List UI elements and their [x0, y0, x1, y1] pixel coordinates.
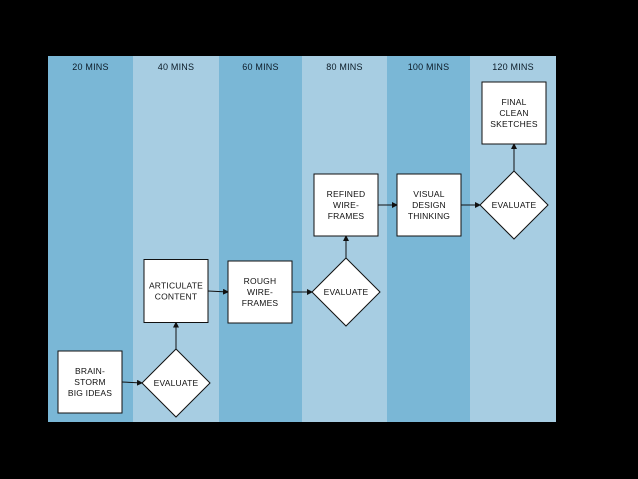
node-label: ROUGH: [244, 276, 277, 286]
decision-diamond: [311, 257, 381, 327]
node-label: EVALUATE: [154, 378, 199, 388]
node-label: FRAMES: [328, 211, 365, 221]
node-label: WIRE-: [247, 287, 273, 297]
decision-diamond: [479, 170, 549, 240]
node-label: EVALUATE: [492, 200, 537, 210]
node-label: VISUAL: [413, 189, 445, 199]
time-column-label: 100 MINS: [408, 62, 450, 72]
time-column-band: [219, 56, 302, 422]
node-label: EVALUATE: [324, 287, 369, 297]
process-box: [57, 350, 123, 414]
time-column-band: [302, 56, 387, 422]
node-label: BRAIN-: [75, 366, 105, 376]
process-box: [313, 173, 379, 237]
decision-node: EVALUATE: [311, 257, 381, 327]
node-label: DESIGN: [412, 200, 446, 210]
node-label: STORM: [74, 377, 106, 387]
time-columns: 20 MINS 40 MINS 60 MINS 80 MINS 100 MINS 120 …: [48, 56, 556, 422]
node-label: ARTICULATE: [149, 281, 203, 291]
process-box: [396, 173, 462, 237]
node-label: SKETCHES: [490, 119, 538, 129]
node-label: THINKING: [408, 211, 450, 221]
time-column-label: 80 MINS: [326, 62, 362, 72]
time-column-label: 60 MINS: [242, 62, 278, 72]
decision-node: EVALUATE: [479, 170, 549, 240]
flow-connectors: [121, 143, 517, 386]
flow-arrow: [207, 288, 229, 295]
flow-arrow: [121, 379, 143, 386]
process-box: [227, 260, 293, 324]
time-column-label: 40 MINS: [158, 62, 194, 72]
decision-diamond: [141, 348, 211, 418]
node-label: REFINED: [327, 189, 366, 199]
process-box: [481, 81, 547, 145]
time-column-label: 120 MINS: [492, 62, 534, 72]
node-label: WIRE-: [333, 200, 359, 210]
time-column-band: [387, 56, 470, 422]
node-label: CLEAN: [499, 108, 528, 118]
node-label: FINAL: [501, 97, 526, 107]
node-label: CONTENT: [155, 292, 197, 302]
process-box: [143, 259, 209, 323]
decision-node: EVALUATE: [141, 348, 211, 418]
node-label: FRAMES: [242, 298, 279, 308]
node-label: BIG IDEAS: [68, 388, 112, 398]
time-column-label: 20 MINS: [72, 62, 108, 72]
